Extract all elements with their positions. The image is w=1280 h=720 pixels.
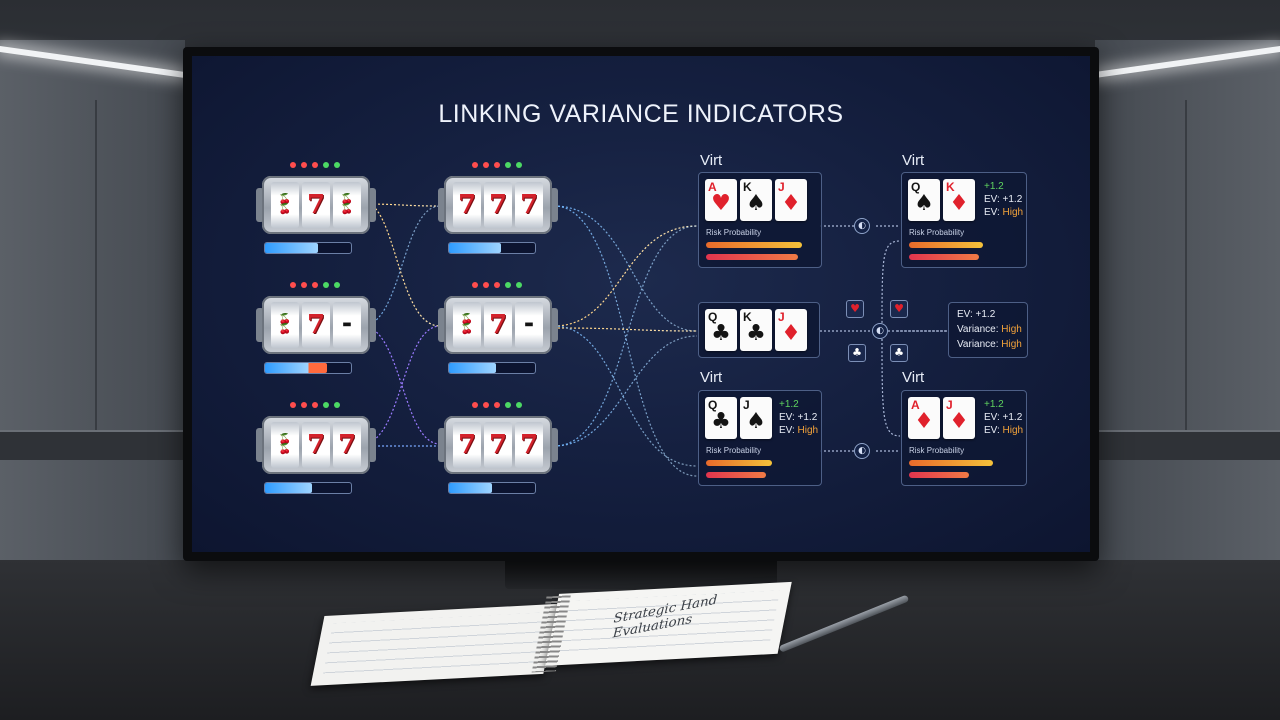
panel-label-top-right: Virt (902, 152, 925, 169)
diamond-suit-icon: ♦ (781, 191, 801, 216)
card-king-spades: K♠ (740, 179, 772, 221)
club-suit-icon: ♣ (711, 409, 731, 434)
club-suit-icon: ♣ (711, 321, 731, 346)
slot-1-meter (264, 242, 352, 254)
slot-machine-1: 🍒🍒 7 🍒🍒 (256, 162, 376, 234)
risk-bar-2 (909, 254, 979, 260)
ev-level: EV: High (984, 425, 1024, 436)
ev-delta: +1.2 (984, 181, 1004, 192)
hand-panel-top-right: Q♠ K♦ +1.2 EV: +1.2 EV: High Risk Probab… (901, 172, 1027, 268)
spade-suit-icon: ♠ (746, 191, 766, 216)
spade-suit-icon: ♠ (746, 409, 766, 434)
left-shelf (0, 430, 185, 460)
diamond-suit-icon: ♦ (914, 409, 934, 434)
cherry-icon: 🍒 (460, 314, 474, 325)
cherry-icon: 🍒 (340, 194, 354, 205)
risk-bar-2 (706, 472, 766, 478)
cherry-icon: 🍒 (278, 314, 292, 325)
ev-value: EV: +1.2 (984, 412, 1023, 423)
hand-panel-top-left: A♥ K♠ J♦ Risk Probability (698, 172, 822, 268)
slot-machine-5: 🍒🍒 7 7 (256, 402, 376, 474)
bar-symbol-icon: ▬ (342, 319, 352, 330)
risk-caption: Risk Probability (706, 228, 762, 237)
monitor: LINKING VARIANCE INDICATORS (183, 47, 1099, 561)
ev-level: EV: High (779, 425, 819, 436)
slot-3-meter (264, 362, 352, 374)
card-queen-clubs: Q♣ (705, 309, 737, 351)
risk-caption: Risk Probability (909, 228, 965, 237)
diamond-suit-icon: ♦ (949, 191, 969, 216)
card-jack-diamonds: J♦ (943, 397, 975, 439)
spade-suit-icon: ♠ (914, 191, 934, 216)
variance-level: Variance: High (957, 324, 1022, 335)
risk-caption: Risk Probability (909, 446, 965, 455)
slot-4-meter (448, 362, 536, 374)
club-chip-icon: ♣ (848, 344, 866, 362)
link-node-icon: ◐ (854, 218, 870, 234)
right-shelf (1095, 430, 1280, 460)
ev-delta: +1.2 (984, 399, 1004, 410)
notebook-left-page (310, 603, 558, 686)
card-queen-spades: Q♠ (908, 179, 940, 221)
ev-delta: +1.2 (779, 399, 799, 410)
heart-chip-icon: ♥ (890, 300, 908, 318)
diamond-suit-icon: ♦ (781, 321, 801, 346)
heart-suit-icon: ♥ (711, 191, 731, 216)
variance-panel: EV: +1.2 Variance: High Variance: High (948, 302, 1028, 358)
risk-bar-1 (909, 242, 983, 248)
cherry-icon: 🍒 (278, 194, 292, 205)
link-node-icon: ◐ (872, 323, 888, 339)
ev-value: EV: +1.2 (779, 412, 818, 423)
bar-symbol-icon: ▬ (524, 319, 534, 330)
card-jack-spades: J♠ (740, 397, 772, 439)
link-node-icon: ◐ (854, 443, 870, 459)
hand-panel-bottom-right: A♦ J♦ +1.2 EV: +1.2 EV: High Risk Probab… (901, 390, 1027, 486)
monitor-screen: LINKING VARIANCE INDICATORS (192, 56, 1090, 552)
cherry-icon: 🍒 (278, 204, 292, 215)
slot-machine-3: 🍒🍒 7 ▬ (256, 282, 376, 354)
risk-caption: Risk Probability (706, 446, 762, 455)
panel-label-top-left: Virt (700, 152, 723, 169)
ev-value: EV: +1.2 (984, 194, 1023, 205)
ev-level: EV: High (984, 207, 1024, 218)
ev-value: EV: +1.2 (957, 309, 996, 320)
card-king-diamonds: K♦ (943, 179, 975, 221)
slot-6-meter (448, 482, 536, 494)
cherry-icon: 🍒 (340, 204, 354, 215)
notebook-right-page: Strategic Hand Evaluations (544, 581, 792, 666)
risk-bar-1 (706, 242, 802, 248)
card-king-clubs: K♣ (740, 309, 772, 351)
card-ace-hearts: A♥ (705, 179, 737, 221)
risk-bar-2 (909, 472, 969, 478)
card-queen-clubs: Q♣ (705, 397, 737, 439)
panel-label-bottom-left: Virt (700, 369, 723, 386)
club-suit-icon: ♣ (746, 321, 766, 346)
card-ace-diamonds: A♦ (908, 397, 940, 439)
right-wall (1095, 40, 1280, 560)
club-chip-icon: ♣ (890, 344, 908, 362)
cherry-icon: 🍒 (278, 434, 292, 445)
cherry-icon: 🍒 (278, 324, 292, 335)
slot-machine-4: 🍒🍒 7 ▬ (438, 282, 558, 354)
risk-bar-2 (706, 254, 798, 260)
panel-label-bottom-right: Virt (902, 369, 925, 386)
cherry-icon: 🍒 (460, 324, 474, 335)
heart-chip-icon: ♥ (846, 300, 864, 318)
diamond-suit-icon: ♦ (949, 409, 969, 434)
cherry-icon: 🍒 (278, 444, 292, 455)
hand-panel-middle-left: Q♣ K♣ J♦ (698, 302, 820, 358)
screen-title: LINKING VARIANCE INDICATORS (438, 100, 844, 128)
card-jack-diamonds: J♦ (775, 309, 807, 351)
left-wall (0, 40, 185, 560)
risk-bar-1 (706, 460, 772, 466)
card-jack-diamonds: J♦ (775, 179, 807, 221)
slot-5-meter (264, 482, 352, 494)
risk-bar-1 (909, 460, 993, 466)
slot-2-meter (448, 242, 536, 254)
variance-level: Variance: High (957, 339, 1022, 350)
hand-panel-bottom-left: Q♣ J♠ +1.2 EV: +1.2 EV: High Risk Probab… (698, 390, 822, 486)
